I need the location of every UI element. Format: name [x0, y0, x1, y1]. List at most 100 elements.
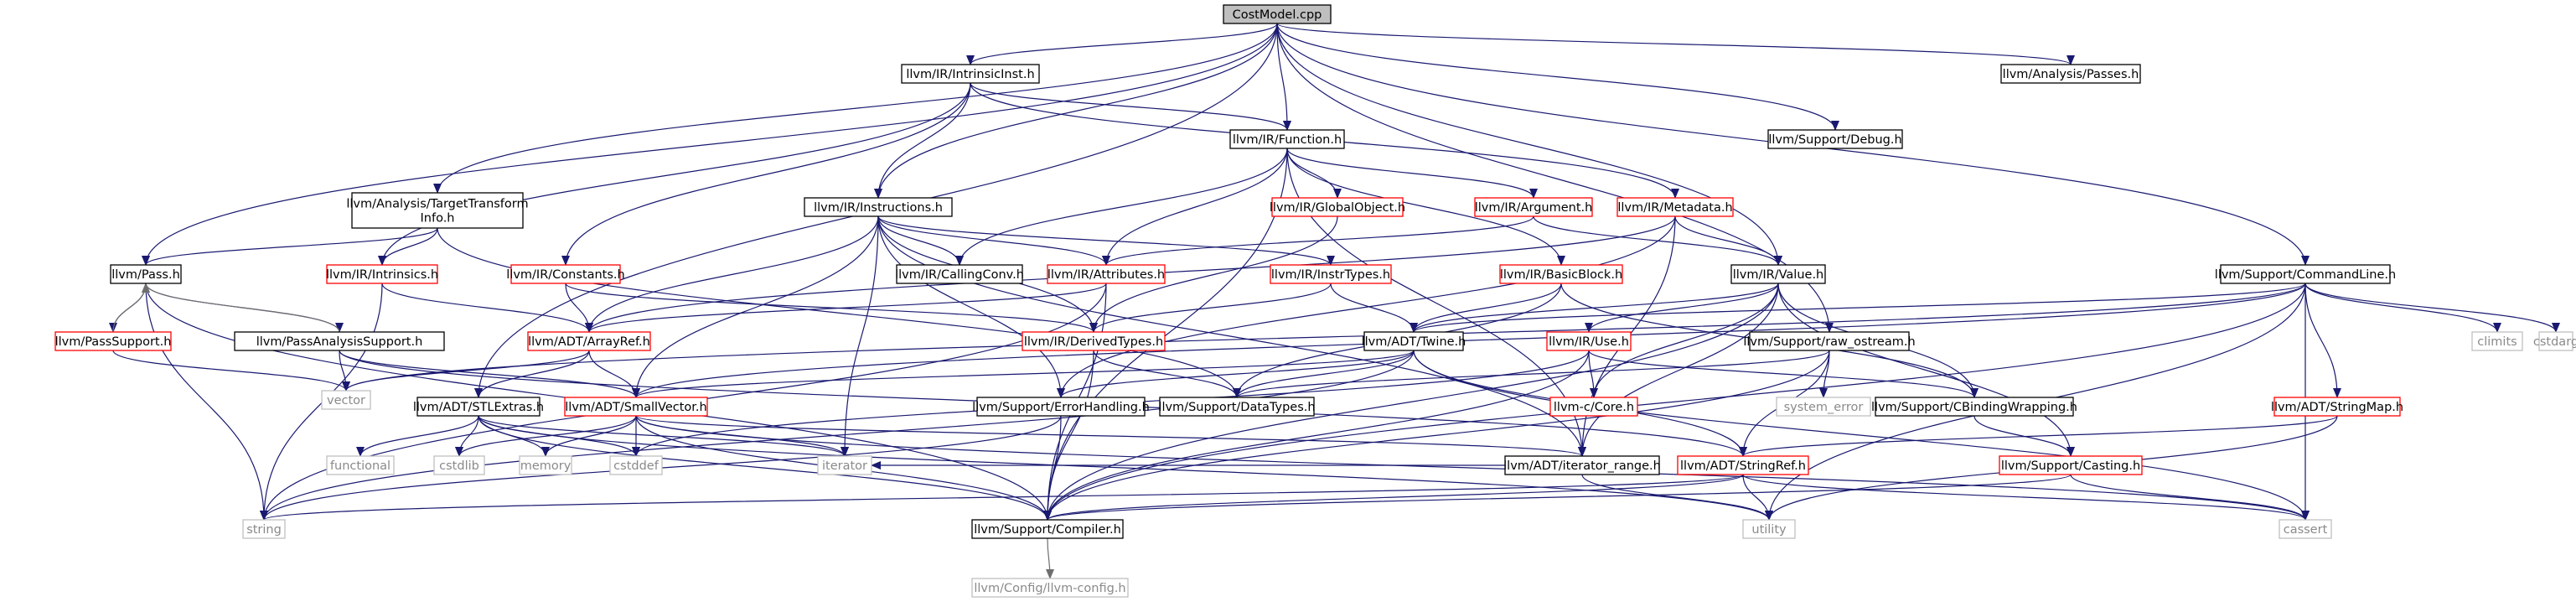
edge-argument-to-attributes — [1102, 215, 1534, 266]
edge-instructions-to-attributes — [877, 215, 1110, 266]
node-box — [351, 192, 524, 229]
edge-instructions-to-iterator — [841, 215, 879, 457]
node-label: llvm/IR/IntrinsicInst.h — [906, 68, 1034, 81]
node-intrinsicinst[interactable]: llvm/IR/IntrinsicInst.h — [901, 64, 1040, 84]
node-argument[interactable]: llvm/IR/Argument.h — [1474, 197, 1593, 217]
node-intrinsics[interactable]: llvm/IR/Intrinsics.h — [326, 264, 438, 284]
node-passsupport[interactable]: llvm/PassSupport.h — [54, 331, 172, 351]
node-arrayref[interactable]: llvm/ADT/ArrayRef.h — [527, 331, 651, 351]
node-twine[interactable]: llvm/ADT/Twine.h — [1362, 331, 1466, 351]
node-cbinding[interactable]: llvm/Support/CBindingWrapping.h — [1871, 397, 2077, 417]
node-box — [433, 455, 485, 475]
edge-stringmap-to-stringref — [1739, 415, 2338, 457]
node-compiler[interactable]: llvm/Support/Compiler.h — [971, 519, 1124, 539]
edge-use-to-llvmccore — [1588, 350, 1598, 398]
node-vector: vector — [321, 390, 371, 410]
nodes-layer: CostModel.cpp llvm/IR/IntrinsicInst.h llvm… — [54, 4, 2576, 598]
node-box — [804, 197, 953, 217]
node-derivedtypes[interactable]: llvm/IR/DerivedTypes.h — [1022, 331, 1166, 351]
edge-instructions-to-arrayref — [585, 215, 879, 333]
edge-stlextras-to-utility — [478, 415, 1773, 521]
node-passanalysis[interactable]: llvm/PassAnalysisSupport.h — [234, 331, 445, 351]
edge-arrayref-to-stlextras — [474, 350, 590, 398]
node-label: llvm/IR/Use.h — [1549, 335, 1629, 349]
node-callingconv[interactable]: llvm/IR/CallingConv.h — [895, 264, 1024, 284]
node-memory: memory — [519, 455, 572, 475]
node-basicblock[interactable]: llvm/IR/BasicBlock.h — [1499, 264, 1623, 284]
edge-stringref-to-utility — [1742, 474, 1773, 521]
edge-instructions-to-callingconv — [877, 215, 964, 266]
edge-costmodel-to-pass — [142, 23, 1278, 266]
edge-constants-to-derivedtypes — [565, 283, 1098, 333]
node-label: llvm/Support/ErrorHandling.h — [972, 401, 1150, 414]
node-instrtypes[interactable]: llvm/IR/InstrTypes.h — [1270, 264, 1392, 284]
node-box — [1499, 264, 1623, 284]
edge-function-to-callingconv — [955, 148, 1288, 266]
node-costmodel[interactable]: CostModel.cpp — [1223, 4, 1332, 24]
node-label: llvm/PassAnalysisSupport.h — [256, 335, 423, 349]
node-label: llvm/IR/Constants.h — [506, 268, 624, 282]
node-commandline[interactable]: llvm/Support/CommandLine.h — [2215, 264, 2396, 284]
node-debug[interactable]: llvm/Support/Debug.h — [1767, 129, 1903, 149]
node-smallvector[interactable]: llvm/ADT/SmallVector.h — [564, 397, 708, 417]
node-casting[interactable]: llvm/Support/Casting.h — [1999, 455, 2143, 475]
node-box — [1999, 455, 2143, 475]
edges-layer — [109, 23, 2560, 579]
edge-commandline-to-cstdarg — [2304, 283, 2560, 333]
node-string: string — [242, 519, 286, 539]
node-use[interactable]: llvm/IR/Use.h — [1546, 331, 1632, 351]
node-llvmccore[interactable]: llvm-c/Core.h — [1549, 397, 1638, 417]
edge-twine-to-string — [260, 350, 1415, 521]
node-cstdlib: cstdlib — [433, 455, 485, 475]
node-rawostream[interactable]: llvm/Support/raw_ostream.h — [1743, 331, 1916, 351]
node-box — [1677, 455, 1809, 475]
node-label: functional — [330, 459, 391, 473]
node-stringref[interactable]: llvm/ADT/StringRef.h — [1677, 455, 1809, 475]
node-label: climits — [2477, 335, 2517, 349]
edge-twine-to-cassert — [1413, 350, 2310, 521]
edge-stringref-to-cassert — [1742, 474, 2310, 521]
node-value[interactable]: llvm/IR/Value.h — [1730, 264, 1826, 284]
edge-metadata-to-value — [1674, 215, 1782, 266]
edge-passsupport-to-pass — [112, 283, 150, 333]
edge-costmodel-to-value — [1276, 23, 1782, 266]
edge-commandline-to-twine — [1410, 283, 2306, 333]
node-constants[interactable]: llvm/IR/Constants.h — [506, 264, 625, 284]
node-box — [1022, 331, 1166, 351]
edge-function-to-compiler — [1043, 148, 1288, 521]
node-function[interactable]: llvm/IR/Function.h — [1229, 129, 1345, 149]
node-box — [1271, 197, 1404, 217]
node-box — [321, 390, 371, 410]
node-box — [2220, 264, 2391, 284]
node-iteratorrange[interactable]: llvm/ADT/iterator_range.h — [1503, 455, 1661, 475]
node-label: llvm/IR/Attributes.h — [1047, 268, 1165, 282]
node-climits: climits — [2471, 331, 2523, 351]
node-box — [1549, 397, 1638, 417]
node-errorhandling[interactable]: llvm/Support/ErrorHandling.h — [972, 397, 1150, 417]
node-label: llvm/ADT/STLExtras.h — [413, 401, 544, 414]
edge-intrinsics-to-arrayref — [381, 283, 593, 333]
node-attributes[interactable]: llvm/IR/Attributes.h — [1047, 264, 1166, 284]
node-passes[interactable]: llvm/Analysis/Passes.h — [2000, 64, 2141, 84]
node-stringmap[interactable]: llvm/ADT/StringMap.h — [2271, 397, 2403, 417]
node-label: CostModel.cpp — [1233, 8, 1322, 22]
edge-tti-to-datatypes — [437, 227, 1241, 398]
node-box — [901, 64, 1040, 84]
node-utility: utility — [1742, 519, 1796, 539]
node-label: llvm/IR/Value.h — [1733, 268, 1824, 282]
node-pass[interactable]: llvm/Pass.h — [110, 264, 182, 284]
node-box — [971, 519, 1124, 539]
node-label: llvm/IR/InstrTypes.h — [1271, 268, 1390, 282]
node-globalobject[interactable]: llvm/IR/GlobalObject.h — [1270, 197, 1405, 217]
node-instructions[interactable]: llvm/IR/Instructions.h — [804, 197, 953, 217]
node-datatypes[interactable]: llvm/Support/DataTypes.h — [1158, 397, 1316, 417]
edge-value-to-iteratorrange — [1578, 283, 1779, 457]
edge-costmodel-to-function — [1276, 23, 1291, 131]
edge-commandline-to-climits — [2304, 283, 2501, 333]
node-stlextras[interactable]: llvm/ADT/STLExtras.h — [413, 397, 544, 417]
node-label: llvm/Support/Debug.h — [1768, 133, 1901, 147]
node-label: llvm/IR/Function.h — [1233, 133, 1342, 147]
edge-value-to-llvmccore — [1590, 283, 1779, 398]
node-metadata[interactable]: llvm/IR/Metadata.h — [1616, 197, 1734, 217]
